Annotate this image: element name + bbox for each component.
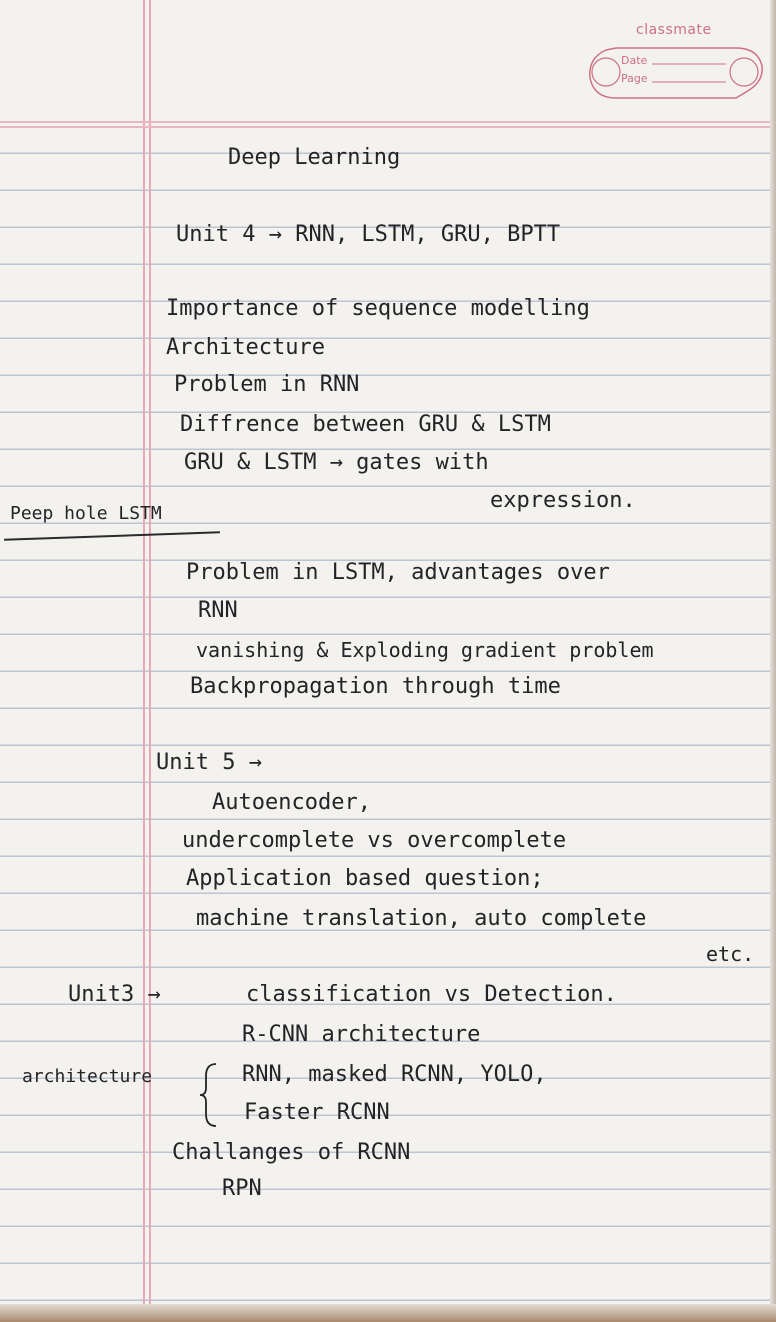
architecture-label: architecture: [22, 1066, 153, 1087]
margin-note: Peep hole LSTM: [10, 503, 162, 524]
underline: [4, 531, 220, 541]
unit4-item: vanishing & Exploding gradient problem: [196, 638, 654, 662]
unit5-item: undercomplete vs overcomplete: [182, 828, 567, 853]
unit3-brace-item: RNN, masked RCNN, YOLO,: [242, 1062, 547, 1087]
unit5-heading: Unit 5 →: [156, 750, 262, 775]
unit4-heading: Unit 4 → RNN, LSTM, GRU, BPTT: [176, 222, 561, 247]
page-edge: [0, 1304, 776, 1322]
page-label: Page: [621, 72, 648, 85]
unit4-item: expression.: [490, 488, 636, 513]
brand-logo: classmate: [636, 22, 712, 38]
header-rule: [0, 121, 776, 123]
unit3-item: RPN: [222, 1176, 262, 1201]
header-rule: [0, 126, 776, 128]
unit3-item: Challanges of RCNN: [172, 1140, 411, 1165]
page-title: Deep Learning: [228, 145, 401, 170]
curly-brace-icon: [199, 1063, 217, 1127]
unit3-heading: Unit3 →: [68, 982, 161, 1007]
unit4-item: Importance of sequence modelling: [166, 296, 590, 321]
date-page-badge: [589, 47, 763, 99]
unit3-item: R-CNN architecture: [242, 1022, 481, 1047]
page-edge: [770, 0, 776, 1322]
unit4-item: Problem in RNN: [174, 372, 360, 397]
unit5-item: machine translation, auto complete: [196, 906, 647, 931]
margin-line: [143, 0, 145, 1322]
unit5-item: Application based question;: [186, 866, 544, 891]
unit3-brace-item: Faster RCNN: [244, 1100, 390, 1125]
unit4-item: Problem in LSTM, advantages over: [186, 560, 610, 585]
unit4-item: Diffrence between GRU & LSTM: [180, 412, 551, 437]
unit5-item: etc.: [706, 942, 755, 966]
unit4-item: Backpropagation through time: [190, 674, 561, 699]
date-label: Date: [621, 54, 648, 67]
margin-line: [149, 0, 151, 1322]
unit4-item: GRU & LSTM → gates with: [184, 450, 489, 475]
unit5-item: Autoencoder,: [212, 790, 371, 815]
unit4-item: RNN: [198, 598, 238, 623]
unit4-item: Architecture: [166, 335, 325, 360]
unit3-item: classification vs Detection.: [246, 982, 617, 1007]
